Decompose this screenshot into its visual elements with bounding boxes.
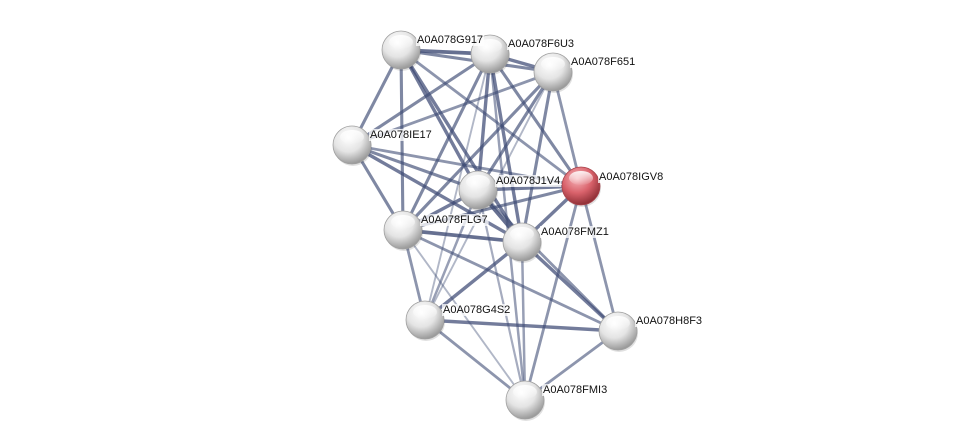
nodes-layer xyxy=(332,30,638,421)
edge-FMZ1-H8F3[interactable] xyxy=(520,240,620,333)
edge-F651-FMZ1[interactable] xyxy=(520,70,555,244)
node-FMI3[interactable] xyxy=(505,380,545,421)
node-gloss xyxy=(541,57,565,71)
node-label: A0A078H8F3 xyxy=(636,315,702,327)
node-gloss xyxy=(569,171,593,185)
edge-G4S2-H8F3[interactable] xyxy=(423,318,620,333)
edge-F651-FLG7[interactable] xyxy=(401,70,555,232)
edge-G917-IGV8[interactable] xyxy=(399,48,583,188)
labels-layer: A0A078G917 A0A078F6U3A0A078F651A0A078IE17… xyxy=(369,34,704,396)
node-gloss xyxy=(510,227,534,241)
edge-G917-FMZ1[interactable] xyxy=(399,48,524,244)
edge-J1V4-G4S2[interactable] xyxy=(423,188,480,322)
node-label-background xyxy=(635,315,704,327)
edge-F6U3-FLG7[interactable] xyxy=(401,52,492,232)
node-label: A0A078FLG7 xyxy=(421,214,488,226)
node-label: A0A078J1V4 xyxy=(496,175,560,187)
node-label: A0A078IE17 xyxy=(370,129,432,141)
node-label: A0A078G4S2 xyxy=(443,304,510,316)
node-gloss xyxy=(391,215,415,229)
edge-IE17-J1V4[interactable] xyxy=(350,143,480,192)
node-J1V4[interactable] xyxy=(458,170,498,211)
node-gloss xyxy=(389,35,413,49)
node-gloss xyxy=(340,130,364,144)
node-label: A0A078FMZ1 xyxy=(541,226,609,238)
node-label: A0A078G917 xyxy=(417,34,483,46)
node-H8F3[interactable] xyxy=(598,311,638,352)
edge-FLG7-H8F3[interactable] xyxy=(401,228,620,333)
node-label-background xyxy=(570,56,637,68)
edge-IGV8-FMI3[interactable] xyxy=(523,184,583,402)
node-gloss xyxy=(513,385,537,399)
node-label-background xyxy=(540,226,610,238)
node-label-background xyxy=(420,214,489,226)
node-label: A0A078F6U3 xyxy=(508,38,574,50)
node-label: A0A078IGV8 xyxy=(599,171,663,183)
node-G4S2[interactable] xyxy=(405,300,445,341)
node-label-background xyxy=(369,129,433,141)
edge-F651-IGV8[interactable] xyxy=(551,70,583,188)
edge-IGV8-H8F3[interactable] xyxy=(579,184,620,333)
node-gloss xyxy=(413,305,437,319)
node-IE17[interactable] xyxy=(332,125,372,166)
node-gloss xyxy=(466,175,490,189)
node-label-background xyxy=(598,171,665,183)
edge-FMZ1-G4S2[interactable] xyxy=(423,240,524,322)
node-FMZ1[interactable] xyxy=(502,222,542,263)
node-label-background xyxy=(507,38,576,50)
node-F651[interactable] xyxy=(533,52,573,93)
node-label: A0A078F651 xyxy=(571,56,635,68)
edge-FMZ1-FMI3[interactable] xyxy=(520,240,527,402)
edge-G4S2-FMI3[interactable] xyxy=(423,318,527,402)
node-label: A0A078FMI3 xyxy=(543,384,607,396)
edge-FLG7-FMZ1[interactable] xyxy=(401,228,524,244)
node-gloss xyxy=(606,316,630,330)
node-IGV8[interactable] xyxy=(561,166,601,207)
node-label-background xyxy=(495,175,562,187)
node-G917[interactable] xyxy=(381,30,421,71)
edge-IE17-FMZ1[interactable] xyxy=(350,143,524,244)
edge-F6U3-IGV8[interactable] xyxy=(488,52,583,188)
node-label-background xyxy=(416,34,485,46)
node-label-background xyxy=(542,384,609,396)
node-FLG7[interactable] xyxy=(383,210,423,251)
node-label-background xyxy=(442,304,512,316)
